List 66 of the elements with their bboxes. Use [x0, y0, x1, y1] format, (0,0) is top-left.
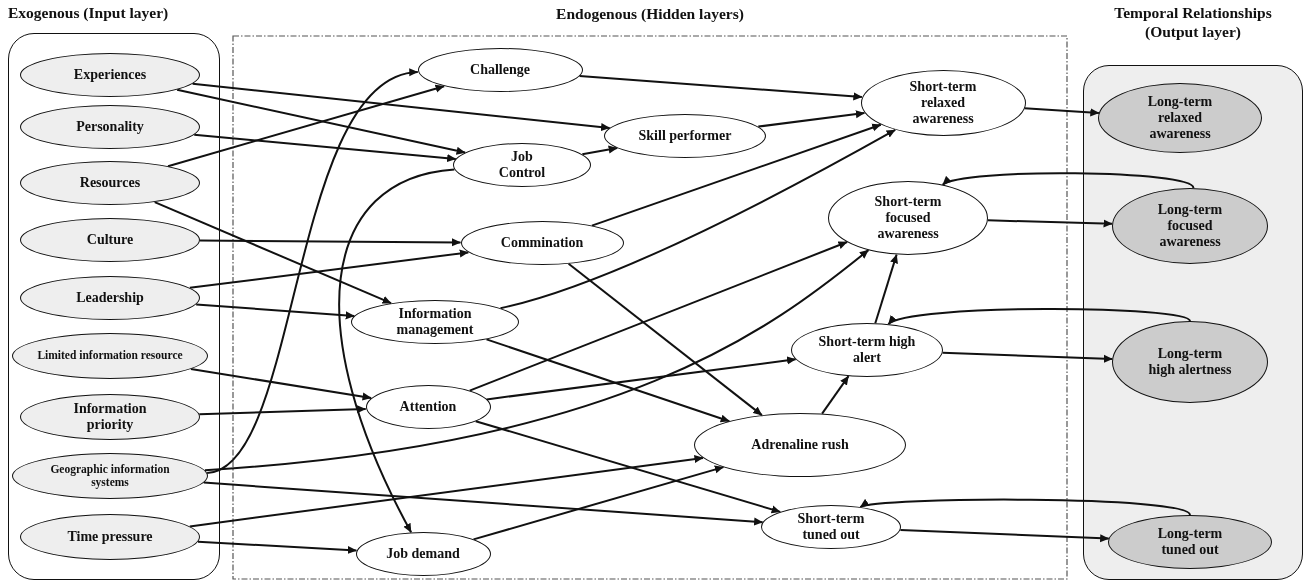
- arrow: [338, 168, 456, 534]
- node-label: Culture: [86, 231, 134, 249]
- arrow: [188, 249, 470, 289]
- node-label: Short-term tuned out: [796, 510, 866, 544]
- node-label: Personality: [76, 118, 144, 136]
- arrow: [567, 262, 763, 417]
- arrow: [1023, 107, 1100, 117]
- arrow: [578, 74, 863, 101]
- arrow: [941, 172, 1195, 189]
- node-label: Job Control: [497, 148, 547, 182]
- node-label: Short-term focused awareness: [873, 193, 943, 243]
- node-label: Challenge: [470, 61, 530, 79]
- arrow: [874, 253, 898, 325]
- node-label: Long-term focused awareness: [1156, 201, 1224, 251]
- node-label: Leadership: [76, 289, 144, 307]
- node-label: Adrenaline rush: [751, 436, 849, 454]
- arrow: [986, 219, 1114, 228]
- arrow: [590, 123, 882, 227]
- arrow: [206, 70, 419, 474]
- arrow: [188, 455, 704, 528]
- arrow: [474, 420, 782, 514]
- ellipse-node: [604, 114, 766, 158]
- node-label: Information management: [395, 305, 475, 339]
- node-label: Attention: [399, 398, 457, 416]
- arrow: [581, 145, 619, 156]
- arrow: [202, 481, 764, 526]
- node-label: Experiences: [73, 66, 147, 84]
- node-label: Long-term high alertness: [1147, 345, 1233, 379]
- ellipse-node: [365, 385, 491, 429]
- arrow: [167, 84, 446, 168]
- arrow: [485, 356, 797, 401]
- arrow: [472, 465, 725, 541]
- node-label: Long-term relaxed awareness: [1146, 93, 1214, 143]
- arrow: [193, 133, 457, 163]
- arrow: [195, 303, 356, 320]
- node-label: Skill performer: [638, 127, 732, 145]
- arrow: [757, 110, 866, 128]
- arrow: [176, 88, 467, 155]
- node-label: Time pressure: [67, 528, 153, 546]
- node-label: Long-term tuned out: [1156, 525, 1224, 559]
- arrow: [499, 128, 897, 310]
- arrow: [191, 82, 611, 132]
- arrow: [197, 540, 358, 554]
- arrow: [189, 368, 373, 401]
- arrow: [485, 338, 731, 423]
- node-label: Resources: [79, 174, 141, 192]
- node-label: Information priority: [72, 400, 148, 434]
- arrow: [941, 351, 1114, 363]
- node-label: Short-term relaxed awareness: [908, 78, 978, 128]
- arrow: [859, 498, 1191, 516]
- arrow: [821, 375, 850, 415]
- layer-heading: Exogenous (Input layer): [8, 3, 170, 23]
- arrow: [887, 308, 1191, 326]
- ellipse-node: [453, 143, 591, 187]
- node-label: Geographic information systems: [49, 462, 171, 490]
- layer-heading: Temporal Relationships (Output layer): [1113, 3, 1273, 42]
- node-label: Limited information resource: [37, 349, 183, 363]
- layer-heading: Endogenous (Hidden layers): [555, 4, 745, 24]
- arrow: [198, 405, 367, 416]
- arrow: [199, 238, 462, 247]
- node-label: Short-term high alert: [817, 333, 917, 367]
- arrow: [899, 528, 1110, 543]
- node-label: Commination: [500, 234, 584, 252]
- node-label: Job demand: [386, 545, 460, 563]
- arrow: [468, 241, 849, 392]
- arrow: [203, 249, 870, 472]
